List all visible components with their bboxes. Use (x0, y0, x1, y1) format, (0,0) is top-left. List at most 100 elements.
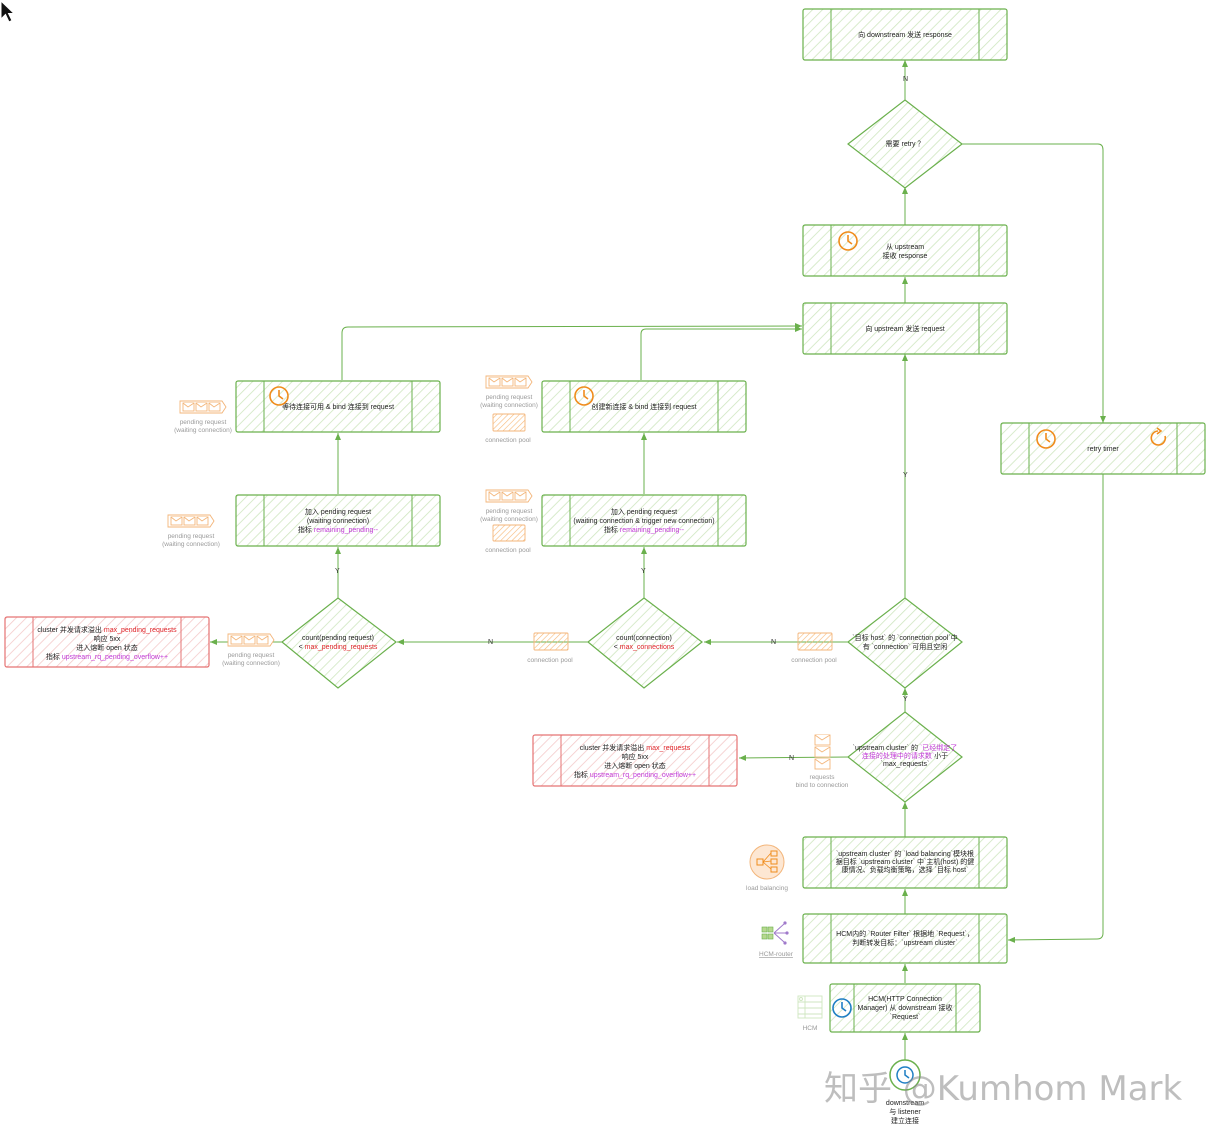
node-overflow-requests: cluster 并发请求溢出 max_requests 响应 5xx 进入熔断 … (532, 734, 738, 787)
decision-label: 连接的处理中的请求数`小于 (862, 751, 948, 760)
decision-label: `max_requests` (881, 761, 930, 768)
node-label: cluster 并发请求溢出 max_requests (580, 743, 691, 752)
watermark: 知乎 @Kumhom Mark (824, 1069, 1183, 1109)
side-label: connection pool (485, 547, 531, 554)
mouse-cursor-icon (0, 0, 16, 23)
pending-request-icon (227, 633, 275, 647)
node-label: HCM(HTTP Connection (868, 996, 942, 1003)
side-label: pending request (168, 533, 215, 540)
start-label: downstream (886, 1100, 924, 1107)
side-label: (waiting connection) (480, 402, 538, 409)
node-router-filter: HCM内的 `Router Filter` 根据地 `Request`， 判断转… (802, 913, 1008, 964)
side-label: load balancing (746, 885, 788, 892)
node-metric-line: 指标 upstream_rq_pending_overflow++ (46, 652, 168, 661)
decision-label: < max_connections (614, 644, 675, 651)
side-label: pending request (486, 508, 533, 515)
side-label: (waiting connection) (222, 660, 280, 667)
decision-max-requests: `upstream cluster` 的 `已经绑定了 连接的处理中的请求数`小… (847, 711, 963, 803)
node-label: 响应 5xx (94, 634, 121, 643)
start-label: 与 listener (889, 1108, 921, 1116)
decision-count-pending: count(pending request) < max_pending_req… (281, 597, 397, 689)
pending-request-icon (485, 375, 533, 389)
timer-icon (269, 386, 289, 406)
node-metric-line: 指标 upstream_rq_pending_overflow++ (574, 770, 696, 779)
side-label: connection pool (485, 437, 531, 444)
node-label: 进入熔断 open 状态 (604, 761, 665, 770)
edge-label-n: N (771, 639, 776, 646)
node-send-response: 向 downstream 发送 response (802, 8, 1008, 61)
side-label: pending request (228, 652, 275, 659)
side-label: HCM-router (759, 951, 794, 958)
edge-label-n: N (488, 639, 493, 646)
edges (210, 60, 1106, 1060)
node-label: 据目标 `upstream cluster` 中`主机(host) 的健 (836, 857, 974, 866)
decision-count-connection: count(connection) < max_connections (587, 597, 703, 689)
router-icon (761, 921, 789, 945)
side-label: pending request (180, 419, 227, 426)
decision-label: `目标 host` 的 `connection pool`中 (852, 633, 957, 642)
node-add-pending-a: 加入 pending request (waiting connection) … (235, 494, 441, 547)
decision-host-pool: `目标 host` 的 `connection pool`中 有 `connec… (847, 597, 963, 689)
node-label: 创建新连接 & bind 连接到 request (591, 402, 696, 411)
hcm-icon (797, 995, 823, 1019)
decision-label: 有 `connection` 可用且空闲 (863, 642, 947, 651)
load-balancing-icon (749, 844, 785, 880)
node-add-pending-b: 加入 pending request (waiting connection &… (541, 494, 747, 547)
decision-need-retry: 需要 retry ？ (847, 99, 963, 189)
side-label: requests (810, 774, 836, 781)
node-label: cluster 并发请求溢出 max_pending_requests (37, 625, 177, 634)
connection-pool-icon (533, 632, 569, 651)
node-downstream-start: downstream 与 listener 建立连接 (886, 1059, 924, 1125)
timer-icon (1036, 429, 1056, 449)
node-label: 向 upstream 发送 request (865, 324, 944, 333)
node-label: 向 downstream 发送 response (858, 30, 952, 39)
timer-icon (832, 998, 852, 1018)
side-label: HCM (803, 1025, 818, 1032)
node-metric-line: 指标 remaining_pending-- (604, 525, 685, 534)
connection-pool-icon (492, 524, 526, 542)
edge-label-n: N (903, 76, 908, 83)
decision-label: count(connection) (616, 635, 672, 642)
node-label: 响应 5xx (622, 752, 649, 761)
decision-label: 需要 retry ？ (886, 140, 925, 148)
start-label: 建立连接 (891, 1116, 919, 1125)
node-label: `upstream cluster` 的 `load balancing`模块根 (836, 849, 974, 858)
node-label: Manager) 从 downstream 接收 (858, 1003, 953, 1012)
connection-pool-icon (797, 632, 833, 651)
decision-label: `upstream cluster` 的 `已经绑定了 (853, 743, 958, 752)
node-label: (waiting connection) (307, 518, 369, 525)
node-label: 加入 pending request (305, 507, 371, 516)
node-send-request: 向 upstream 发送 request (802, 302, 1008, 355)
timer-icon (574, 386, 594, 406)
node-create-connection: 创建新连接 & bind 连接到 request (541, 380, 747, 433)
pending-request-icon (167, 514, 215, 528)
node-wait-connection: 等待连接可用 & bind 连接到 request (235, 380, 441, 433)
edge-label-y: Y (903, 696, 908, 703)
side-label: (waiting connection) (162, 541, 220, 548)
node-label: HCM内的 `Router Filter` 根据地 `Request`， (836, 929, 974, 938)
edge-label-y: Y (903, 472, 908, 479)
node-label: 康情况、负载均衡策略，选择 `目标 host` (842, 865, 969, 874)
decision-label: < max_pending_requests (299, 644, 378, 651)
node-label: 等待连接可用 & bind 连接到 request (282, 402, 394, 411)
side-label: pending request (486, 394, 533, 401)
connection-pool-icon (492, 413, 526, 432)
node-label: 判断转发目标：`upstream cluster` (852, 938, 957, 947)
pending-request-icon (485, 489, 533, 503)
timer-icon (838, 231, 858, 251)
decision-label: count(pending request) (302, 635, 374, 642)
side-label: bind to connection (796, 782, 849, 789)
side-label: (waiting connection) (480, 516, 538, 523)
node-retry-timer: retry timer (1000, 422, 1206, 475)
side-label: connection pool (527, 657, 573, 664)
node-label: 接收 response (883, 251, 928, 260)
node-label: 从 upstream (886, 243, 924, 251)
edge-label-y: Y (641, 568, 646, 575)
edge-label-y: Y (335, 568, 340, 575)
pending-request-icon (179, 400, 227, 414)
refresh-icon (1150, 427, 1167, 446)
node-receive-response: 从 upstream 接收 response (802, 224, 1008, 277)
node-label: 加入 pending request (611, 507, 677, 516)
edge-label-n: N (789, 755, 794, 762)
